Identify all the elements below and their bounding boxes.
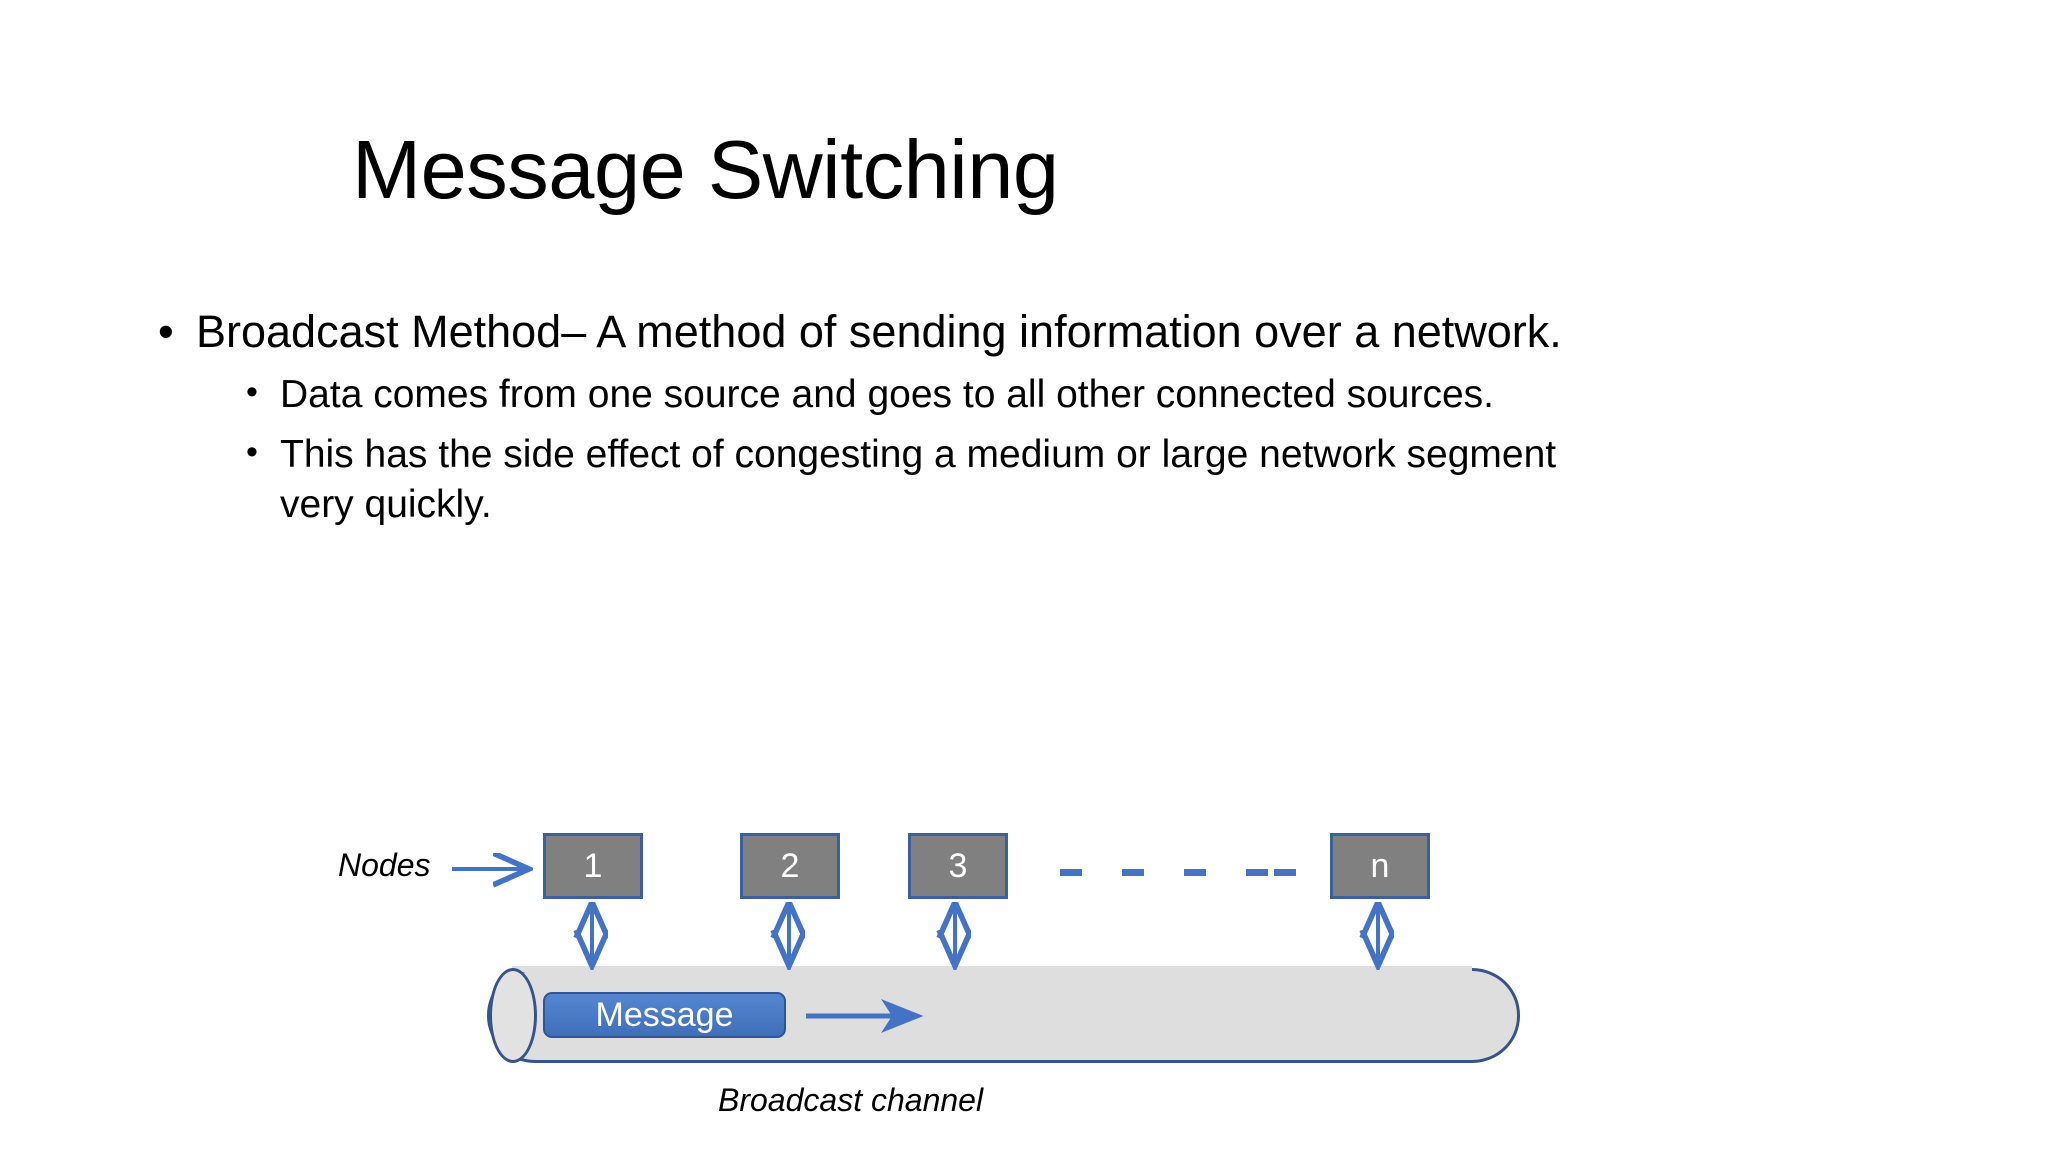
message-packet: Message xyxy=(543,992,786,1038)
bullet-marker-icon: • xyxy=(158,306,174,357)
ellipsis-dash-icon xyxy=(1246,869,1268,876)
nodes-label: Nodes xyxy=(338,847,431,883)
bullet-marker-icon: • xyxy=(246,432,258,471)
bullet-level1-broadcast-method: • Broadcast Method– A method of sending … xyxy=(150,305,1940,360)
ellipsis-dash-icon xyxy=(1122,869,1144,876)
bullet-level2-congestion: • This has the side effect of congesting… xyxy=(150,430,1940,530)
bullet-level2-text-line2: very quickly. xyxy=(280,482,492,526)
node-box-2: 2 xyxy=(740,833,840,899)
ellipsis-dash-icon xyxy=(1184,869,1206,876)
slide-body: • Broadcast Method– A method of sending … xyxy=(150,305,1940,530)
ellipsis-dash-icon xyxy=(1274,869,1296,876)
channel-body-fill xyxy=(512,966,1472,972)
node-box-3: 3 xyxy=(908,833,1008,899)
bullet-level2-text-line1: This has the side effect of congesting a… xyxy=(280,432,1557,476)
bullet-level2-data-source: • Data comes from one source and goes to… xyxy=(150,370,1940,420)
bullet-marker-icon: • xyxy=(246,372,258,411)
node-box-n: n xyxy=(1330,833,1430,899)
page-title: Message Switching xyxy=(352,123,1059,216)
ellipsis-dash-icon xyxy=(1060,869,1082,876)
broadcast-channel-caption: Broadcast channel xyxy=(718,1082,984,1118)
bullet-level2-text: Data comes from one source and goes to a… xyxy=(280,372,1495,416)
node-box-1: 1 xyxy=(543,833,643,899)
channel-left-cap xyxy=(489,968,537,1063)
bullet-level1-text: Broadcast Method– A method of sending in… xyxy=(196,306,1562,357)
